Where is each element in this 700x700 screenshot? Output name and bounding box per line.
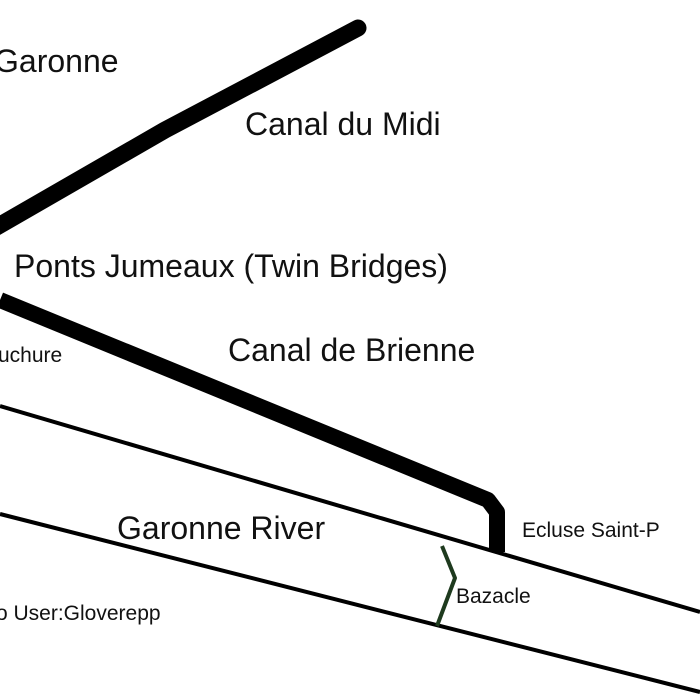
canal-de-brienne-line — [0, 292, 505, 552]
label-ecluse-saint-pierre: Ecluse Saint-P — [522, 519, 660, 542]
label-garonne-river: Garonne River — [117, 510, 326, 546]
label-credit: o User:Gloverepp — [0, 602, 161, 625]
canal-du-midi-line — [0, 19, 367, 235]
label-canal-de-brienne: Canal de Brienne — [228, 332, 476, 368]
label-bazacle: Bazacle — [456, 585, 531, 608]
label-embouchure: uchure — [0, 344, 63, 367]
bazacle-weir — [435, 545, 457, 627]
label-garonne-canal: Garonne — [0, 43, 119, 79]
garonne-upper-bank — [0, 404, 700, 614]
garonne-lower-bank — [0, 512, 700, 694]
label-canal-du-midi: Canal du Midi — [245, 106, 441, 142]
label-ponts-jumeaux: Ponts Jumeaux (Twin Bridges) — [14, 248, 448, 284]
